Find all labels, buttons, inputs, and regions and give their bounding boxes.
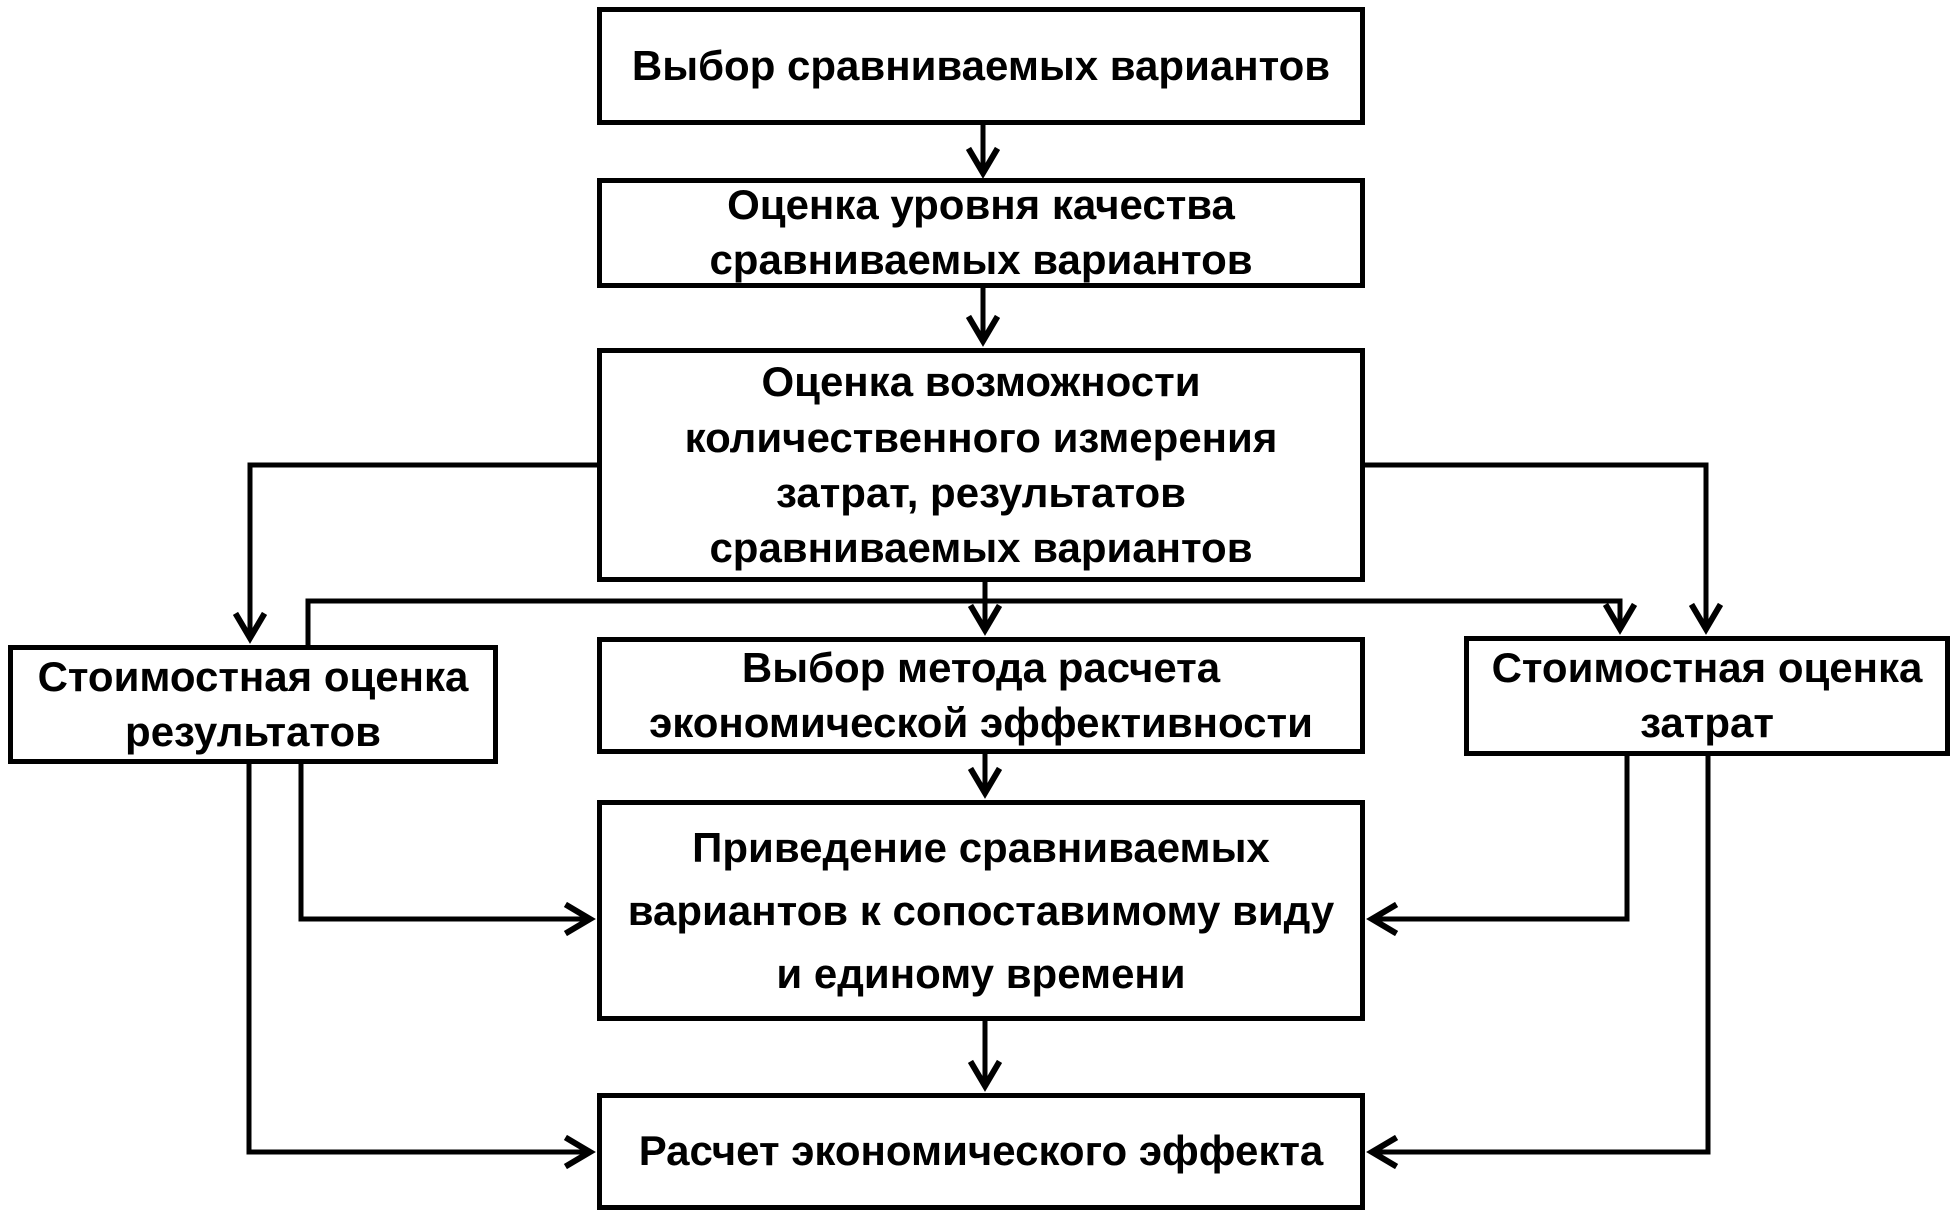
node-cost-estimate-costs: Стоимостная оценка затрат	[1464, 636, 1950, 756]
connector-costs-to-comparability	[1372, 756, 1630, 919]
connector-costs-to-effect	[1372, 756, 1711, 1152]
node-method-selection: Выбор метода расчета экономической эффек…	[597, 637, 1365, 754]
node-quality-assessment: Оценка уровня качества сравниваемых вари…	[597, 178, 1365, 288]
node-comparability: Приведение сравниваемых вариантов к сопо…	[597, 800, 1365, 1021]
node-select-variants: Выбор сравниваемых вариантов	[597, 7, 1365, 125]
connector-results-to-comparability	[298, 764, 590, 919]
connector-results-to-costs	[305, 598, 1620, 645]
node-cost-estimate-results: Стоимостная оценка результатов	[8, 645, 498, 764]
node-quantification-assessment: Оценка возможности количественного измер…	[597, 348, 1365, 582]
connector-quantify-to-costs	[1363, 462, 1706, 629]
connector-results-to-effect	[246, 764, 590, 1152]
connector-quantify-to-results	[250, 462, 599, 638]
node-effect-calculation: Расчет экономического эффекта	[597, 1093, 1365, 1210]
